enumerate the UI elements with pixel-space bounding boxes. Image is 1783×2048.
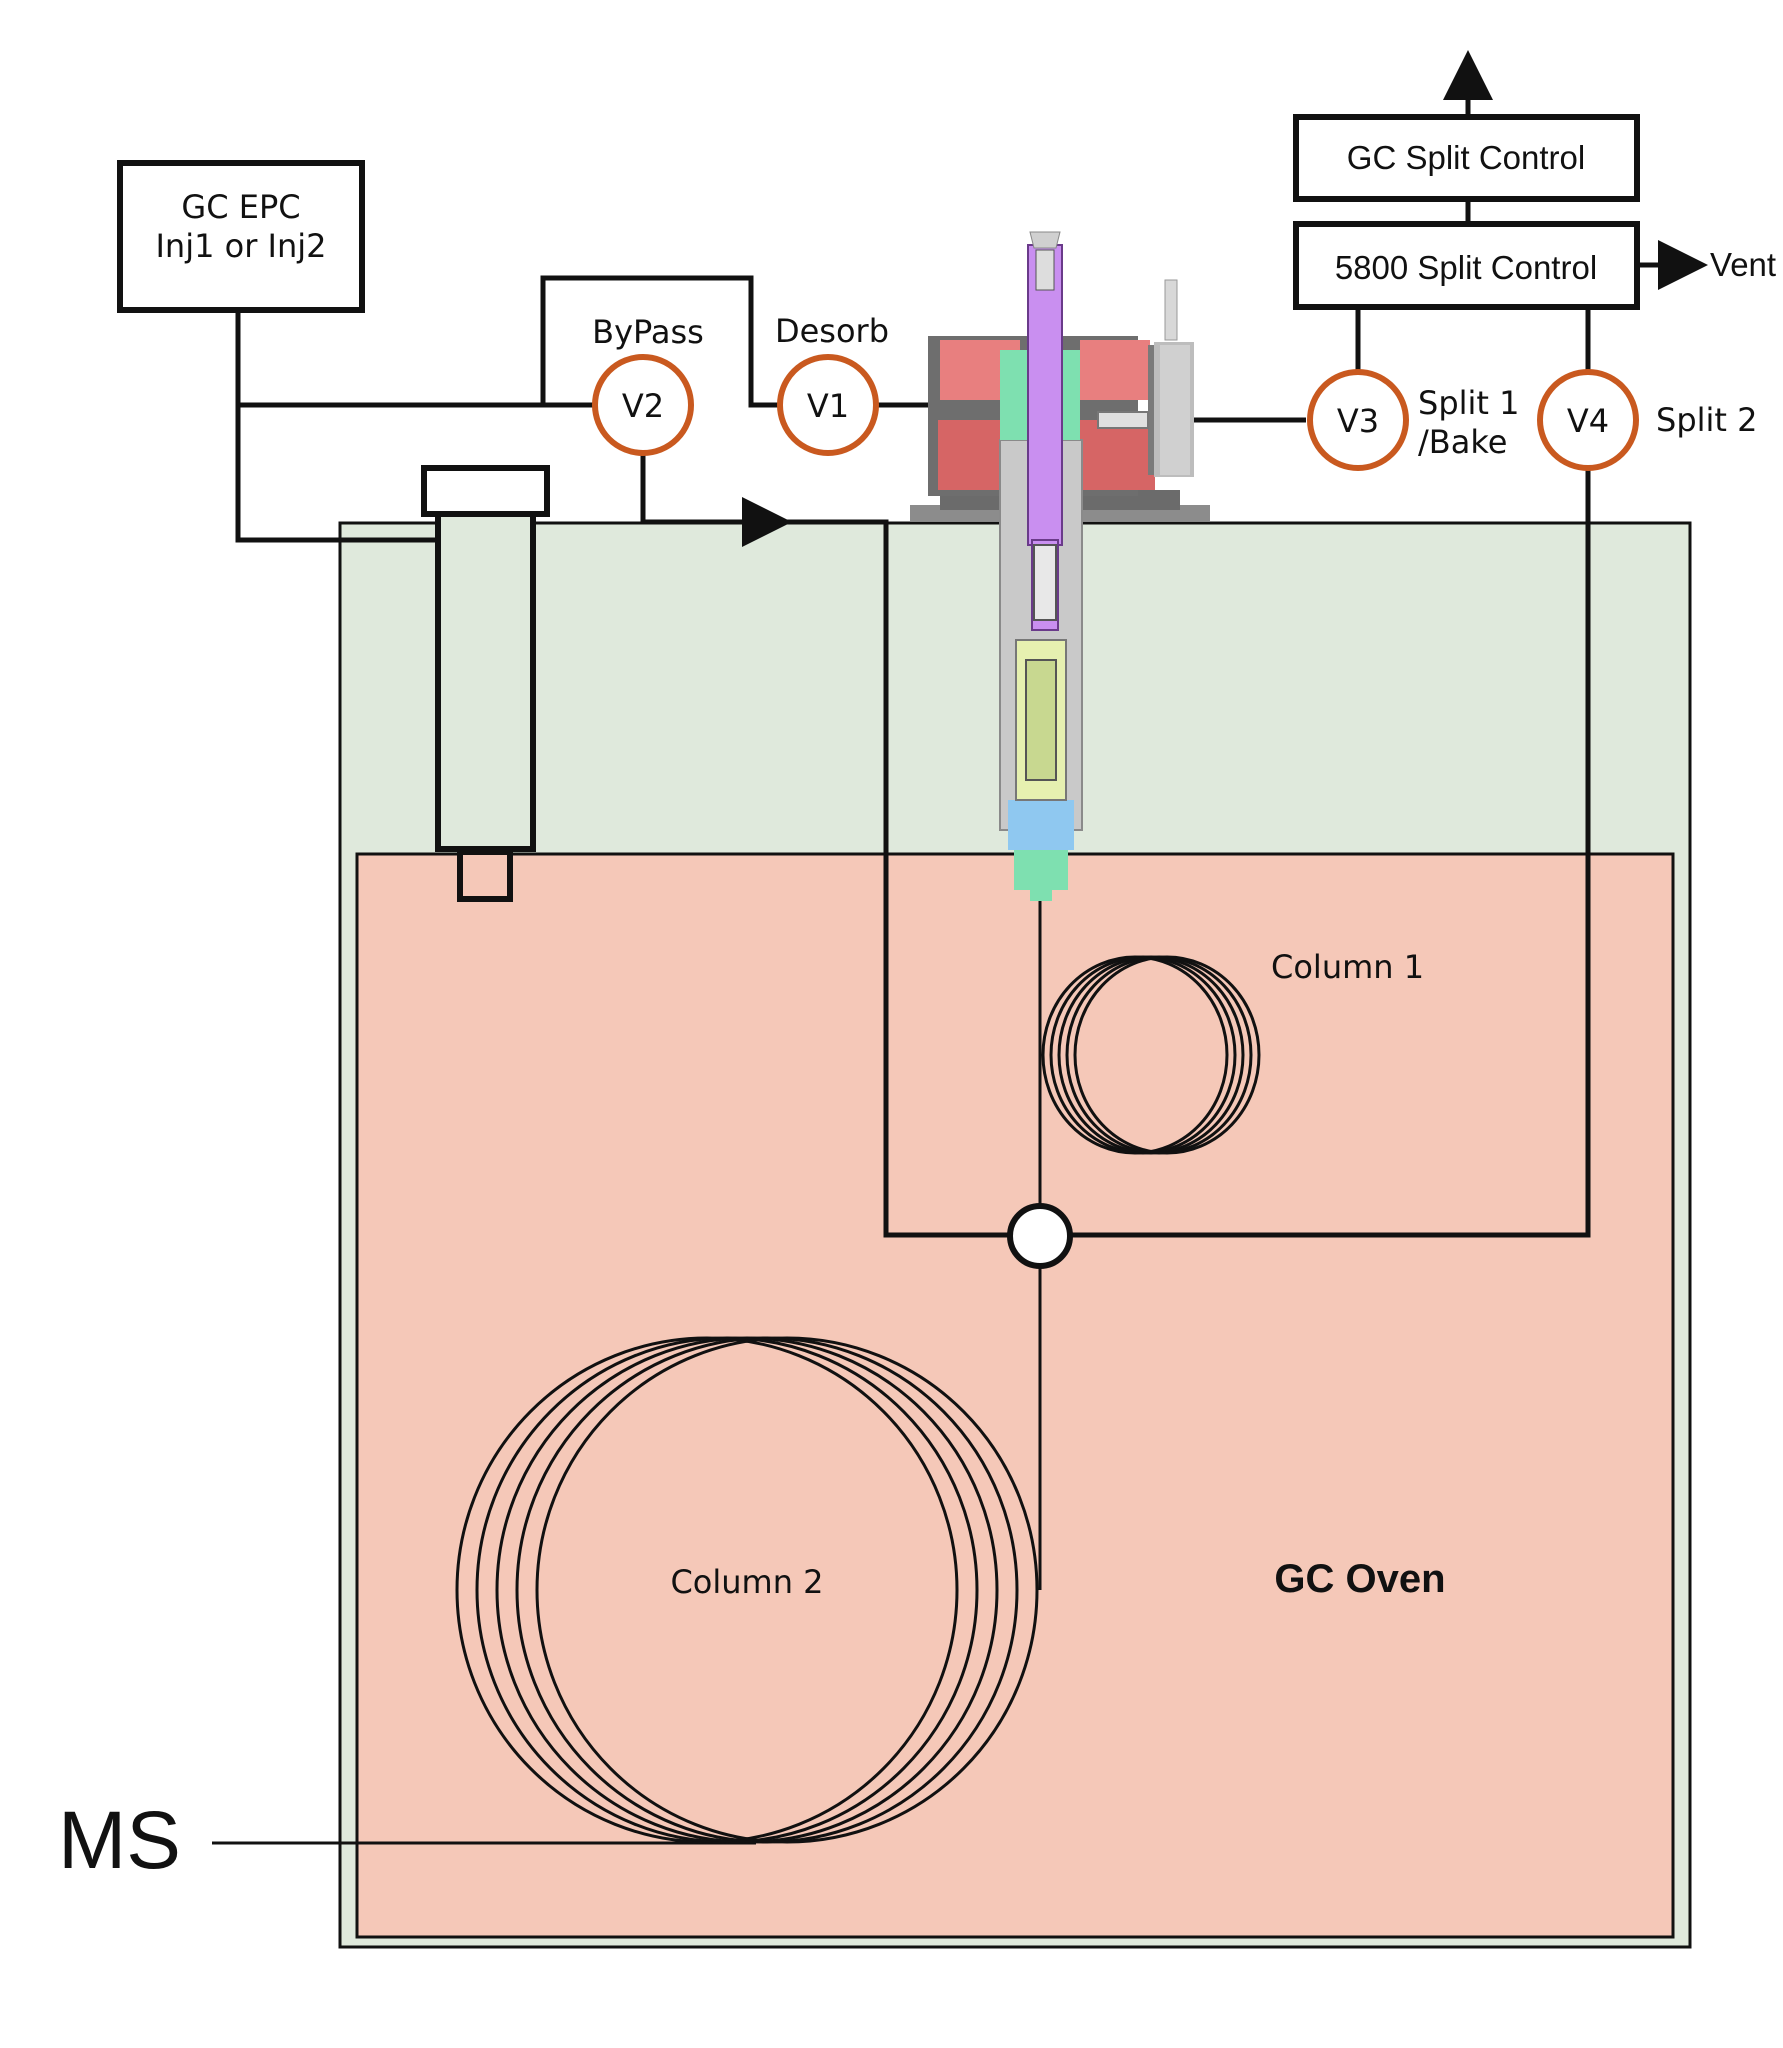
- desorb-label: Desorb: [775, 312, 889, 350]
- gc-epc-box: GC EPC Inj1 or Inj2: [117, 160, 365, 313]
- injector-port: [421, 465, 550, 902]
- valve-v2-label: V2: [622, 387, 664, 425]
- column1-coil: [1041, 955, 1261, 1155]
- column2-label: Column 2: [670, 1563, 823, 1601]
- vent-label: Vent: [1710, 246, 1776, 283]
- valve-v4-label: V4: [1567, 402, 1609, 440]
- gc-split-control-label: GC Split Control: [1347, 139, 1585, 176]
- column1-label: Column 1: [1271, 948, 1424, 986]
- valve-v4: V4: [1537, 369, 1639, 471]
- split1-label-line1: Split 1: [1418, 384, 1519, 422]
- valve-v1-label: V1: [807, 387, 849, 425]
- gc-epc-label-line2: Inj1 or Inj2: [155, 227, 326, 265]
- valve-v1: V1: [777, 354, 879, 456]
- column2-coil: [455, 1336, 1039, 1844]
- gc-oven-label: GC Oven: [1274, 1557, 1445, 1601]
- gc-oven: [355, 852, 1675, 1939]
- valve-v2: V2: [592, 354, 694, 456]
- gc-split-control-box: GC Split Control: [1293, 114, 1640, 202]
- valve-v3-label: V3: [1337, 402, 1379, 440]
- bypass-label: ByPass: [592, 313, 704, 351]
- split-5800-control-box: 5800 Split Control: [1293, 221, 1640, 310]
- split-5800-control-label: 5800 Split Control: [1335, 249, 1597, 286]
- split2-label: Split 2: [1656, 401, 1757, 439]
- split1-label-line2: /Bake: [1418, 423, 1507, 461]
- ms-label: MS: [58, 1795, 181, 1886]
- valve-v3: V3: [1307, 369, 1409, 471]
- column-junction: [1007, 1203, 1073, 1269]
- gc-epc-label-line1: GC EPC: [181, 188, 300, 226]
- thermal-desorber-unit: [910, 231, 1210, 901]
